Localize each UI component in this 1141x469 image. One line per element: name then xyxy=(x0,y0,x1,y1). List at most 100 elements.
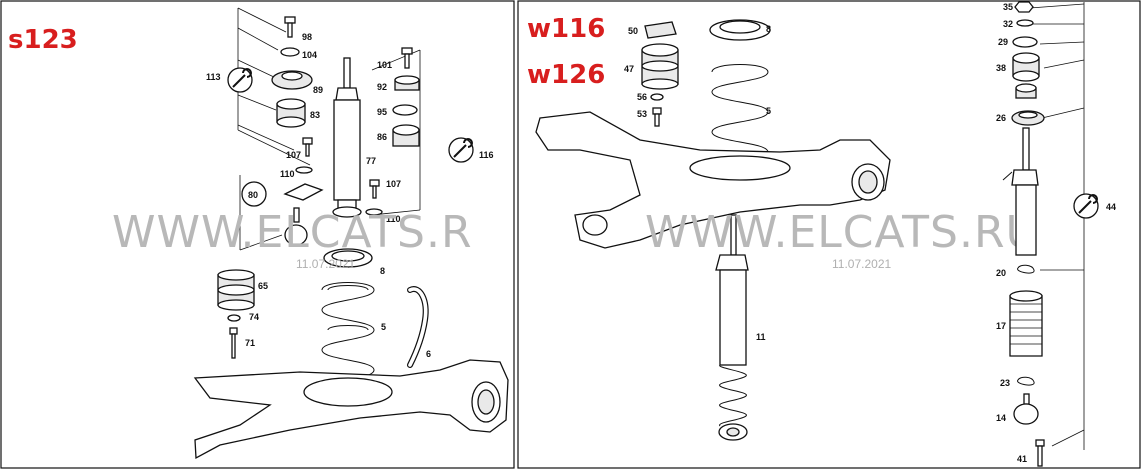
svg-text:113: 113 xyxy=(206,72,221,82)
panel-left-frame xyxy=(0,0,515,469)
part-bolt-107-b xyxy=(369,179,380,199)
svg-text:107: 107 xyxy=(386,179,401,189)
part-bellows-17 xyxy=(1009,290,1043,357)
part-shock-absorber-11 xyxy=(715,214,749,441)
svg-text:92: 92 xyxy=(377,82,387,92)
part-mount-89 xyxy=(271,70,313,90)
watermark-date-left: 11.07.2021 xyxy=(296,257,355,271)
svg-text:26: 26 xyxy=(996,113,1006,123)
svg-text:56: 56 xyxy=(637,92,647,102)
part-bushing-mid xyxy=(1015,83,1037,99)
svg-text:17: 17 xyxy=(996,321,1006,331)
svg-text:107: 107 xyxy=(286,150,301,160)
wrench-icon xyxy=(448,137,474,163)
part-clip-23 xyxy=(1017,376,1035,386)
svg-text:5: 5 xyxy=(766,106,771,116)
part-plate xyxy=(283,183,324,201)
svg-text:98: 98 xyxy=(302,32,312,42)
svg-text:53: 53 xyxy=(637,109,647,119)
svg-text:110: 110 xyxy=(280,169,295,179)
part-bolt-107-a xyxy=(302,137,313,157)
svg-text:44: 44 xyxy=(1106,202,1116,212)
panel-left: s123 xyxy=(8,7,509,460)
part-ball-joint-left xyxy=(284,207,308,246)
watermark-text-right: WWW.ELCATS.RU xyxy=(645,207,1039,258)
svg-text:20: 20 xyxy=(996,268,1006,278)
svg-text:5: 5 xyxy=(381,322,386,332)
svg-text:50: 50 xyxy=(628,26,638,36)
part-bolt-41 xyxy=(1035,439,1045,467)
svg-text:116: 116 xyxy=(479,150,494,160)
part-mount-26 xyxy=(1011,110,1045,126)
svg-text:8: 8 xyxy=(380,266,385,276)
part-bushing-83 xyxy=(276,98,306,128)
part-bolt-53 xyxy=(652,107,662,127)
part-bump-stop-65 xyxy=(217,269,255,311)
part-spring-seat-8-middle xyxy=(709,19,771,41)
svg-text:11: 11 xyxy=(756,332,766,342)
part-washer-110-a xyxy=(295,166,313,174)
svg-text:29: 29 xyxy=(998,37,1008,47)
panel-right-frame xyxy=(517,0,1141,469)
part-washer-74 xyxy=(227,314,241,322)
model-label-s123: s123 xyxy=(8,25,78,55)
svg-text:86: 86 xyxy=(377,132,387,142)
svg-text:65: 65 xyxy=(258,281,268,291)
svg-text:38: 38 xyxy=(996,63,1006,73)
svg-text:83: 83 xyxy=(310,110,320,120)
watermark-date-right: 11.07.2021 xyxy=(832,257,891,271)
part-lower-control-arm-left xyxy=(193,359,509,460)
part-shock-strut-right xyxy=(1002,127,1039,256)
svg-text:104: 104 xyxy=(302,50,317,60)
part-labels-middle: 50 47 56 53 8 5 11 xyxy=(624,24,771,342)
part-axle-carrier xyxy=(535,111,891,249)
part-washer-56 xyxy=(650,93,664,101)
part-spring-seat-8-left xyxy=(323,248,373,268)
part-nut-35 xyxy=(1014,1,1034,13)
part-washer-110-b xyxy=(365,208,383,216)
part-bushing-38 xyxy=(1012,52,1040,82)
part-washer-29 xyxy=(1012,36,1038,48)
part-washer-104 xyxy=(280,47,300,57)
svg-text:41: 41 xyxy=(1017,454,1027,464)
svg-text:101: 101 xyxy=(377,60,392,70)
panel-right: 35 32 29 38 26 44 20 17 23 14 41 xyxy=(996,1,1116,467)
panel-middle: w116 w126 xyxy=(527,14,1039,441)
part-shock-absorber-77 xyxy=(332,57,362,218)
part-bushing-92 xyxy=(394,75,420,91)
model-label-w116: w116 xyxy=(527,14,605,44)
svg-text:23: 23 xyxy=(1000,378,1010,388)
part-washer-95 xyxy=(392,104,418,116)
part-labels-right: 35 32 29 38 26 44 20 17 23 14 41 xyxy=(996,2,1116,464)
svg-text:71: 71 xyxy=(245,338,255,348)
wrench-icon xyxy=(227,67,253,93)
callout-circle-80 xyxy=(241,181,267,207)
svg-text:89: 89 xyxy=(313,85,323,95)
part-coil-spring-5-left xyxy=(321,282,375,389)
part-ball-joint-14 xyxy=(1013,393,1039,425)
part-bushing-86 xyxy=(392,124,420,147)
part-bolt-71 xyxy=(229,327,238,359)
part-stop-50 xyxy=(644,21,677,39)
svg-text:74: 74 xyxy=(249,312,259,322)
svg-text:32: 32 xyxy=(1003,19,1013,29)
model-label-w126: w126 xyxy=(527,60,605,90)
part-washer-32 xyxy=(1016,19,1034,27)
watermark-text-left: WWW.ELCATS.R xyxy=(112,207,473,258)
svg-text:6: 6 xyxy=(426,349,431,359)
part-bump-stop-47 xyxy=(641,43,679,90)
part-bolt-98 xyxy=(284,16,296,38)
svg-text:47: 47 xyxy=(624,64,634,74)
svg-text:110: 110 xyxy=(386,214,401,224)
svg-text:80: 80 xyxy=(248,190,258,200)
svg-text:8: 8 xyxy=(766,24,771,34)
svg-text:77: 77 xyxy=(366,156,376,166)
part-labels-left: 98 104 113 89 83 107 110 80 101 92 95 86… xyxy=(206,32,494,359)
wrench-icon xyxy=(1073,193,1099,219)
svg-text:95: 95 xyxy=(377,107,387,117)
part-clip-20 xyxy=(1017,264,1035,274)
part-bolt-101 xyxy=(401,47,413,69)
svg-text:14: 14 xyxy=(996,413,1006,423)
svg-text:35: 35 xyxy=(1003,2,1013,12)
